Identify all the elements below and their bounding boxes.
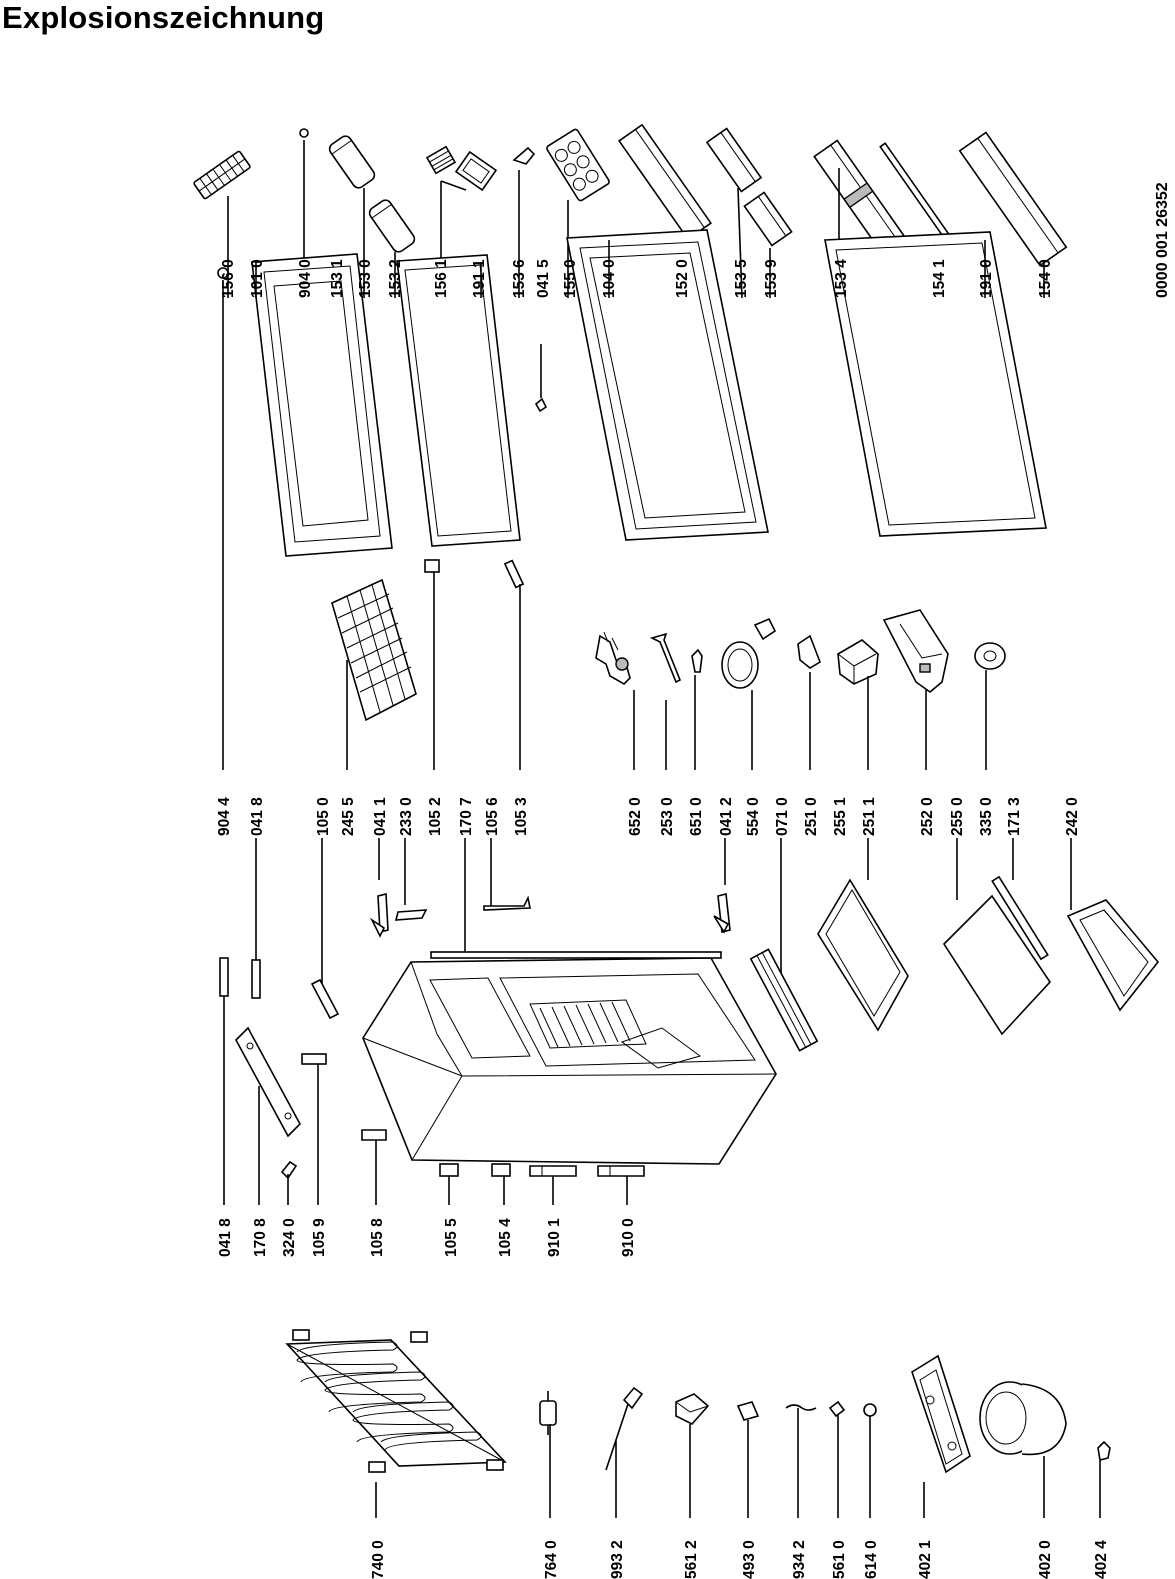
part-number-label: 651 0	[688, 797, 705, 836]
part-number-label: 191 0	[978, 259, 995, 298]
cabinet-assembly	[219, 875, 1160, 1205]
part-number-label: 255 1	[832, 797, 849, 836]
part-number-label: 156 0	[220, 259, 237, 298]
part-number-label: 105 3	[513, 797, 530, 836]
part-number-label: 153 2	[387, 259, 404, 298]
part-number-label: 170 7	[458, 797, 475, 836]
ice-tray-part	[193, 150, 251, 200]
part-number-label: 191 1	[471, 259, 488, 298]
part-number-label: 614 0	[863, 1540, 880, 1579]
part-number-label: 105 5	[443, 1218, 460, 1257]
part-number-label: 402 0	[1037, 1540, 1054, 1579]
part-number-label: 554 0	[745, 797, 762, 836]
part-number-label: 251 0	[803, 797, 820, 836]
part-number-label: 910 1	[546, 1218, 563, 1257]
part-number-label: 105 2	[427, 797, 444, 836]
part-number-label: 904 4	[216, 797, 233, 836]
part-number-label: 105 8	[369, 1218, 386, 1257]
part-number-label: 242 0	[1064, 797, 1081, 836]
part-number-label: 493 0	[741, 1540, 758, 1579]
part-number-label: 153 4	[833, 259, 850, 298]
part-number-label: 561 0	[831, 1540, 848, 1579]
part-number-label: 155 0	[562, 259, 579, 298]
part-number-label: 910 0	[620, 1218, 637, 1257]
part-number-label: 041 1	[372, 797, 389, 836]
part-number-label: 041 2	[718, 797, 735, 836]
part-number-label: 156 1	[433, 259, 450, 298]
part-number-label: 171 3	[1006, 797, 1023, 836]
part-number-label: 255 0	[949, 797, 966, 836]
part-number-label: 402 1	[917, 1540, 934, 1579]
part-number-label: 170 8	[252, 1218, 269, 1257]
part-number-label: 041 8	[217, 1218, 234, 1257]
part-number-label: 105 9	[311, 1218, 328, 1257]
part-number-label: 253 0	[659, 797, 676, 836]
part-illustrations-row1	[193, 123, 1068, 299]
label-group-row3: 041 8 170 8 324 0 105 9 105 8 105 5 105 4 910 1…	[217, 1218, 637, 1257]
part-number-label: 154 0	[1037, 259, 1054, 298]
part-number-label: 105 0	[315, 797, 332, 836]
part-number-label: 324 0	[281, 1218, 298, 1257]
part-number-label: 335 0	[978, 797, 995, 836]
part-number-label: 153 9	[763, 259, 780, 298]
part-number-label: 561 2	[683, 1540, 700, 1579]
part-number-label: 904 0	[297, 259, 314, 298]
part-number-label: 101 0	[249, 259, 266, 298]
part-number-label: 251 1	[861, 797, 878, 836]
part-number-label: 041 8	[249, 797, 266, 836]
part-number-label: 740 0	[370, 1540, 387, 1579]
part-number-label: 993 2	[609, 1540, 626, 1579]
document-number: 0000 001 26352	[1154, 182, 1171, 298]
part-number-label: 105 6	[484, 797, 501, 836]
part-number-label: 233 0	[398, 797, 415, 836]
label-group-row4: 740 0 764 0 993 2 561 2 493 0 934 2 561 0 614 0…	[370, 1540, 1110, 1579]
part-number-label: 105 4	[497, 1218, 514, 1257]
label-group-row2: 904 4 041 8 105 0 245 5 041 1 233 0 105 2 170 7…	[216, 797, 1081, 836]
part-number-label: 934 2	[791, 1540, 808, 1579]
label-group-row1: 156 0 101 0 904 0 153 1 153 0 153 2 156 1 191 1…	[220, 259, 1054, 298]
part-number-label: 652 0	[627, 797, 644, 836]
part-illustrations-row2	[222, 280, 1072, 985]
part-number-label: 153 1	[329, 259, 346, 298]
door-frames	[217, 229, 1047, 557]
part-number-label: 071 0	[774, 797, 791, 836]
part-number-label: 764 0	[543, 1540, 560, 1579]
part-number-label: 154 1	[931, 259, 948, 298]
part-number-label: 104 0	[601, 259, 618, 298]
part-number-label: 153 6	[511, 259, 528, 298]
page-title: Explosionszeichnung	[2, 0, 325, 35]
part-number-label: 245 5	[340, 797, 357, 836]
part-number-label: 153 0	[357, 259, 374, 298]
part-number-label: 041 5	[535, 259, 552, 298]
part-number-label: 152 0	[674, 259, 691, 298]
part-number-label: 402 4	[1093, 1540, 1110, 1579]
part-illustrations-row4	[285, 1329, 1111, 1518]
part-number-label: 252 0	[919, 797, 936, 836]
part-number-label: 153 5	[733, 259, 750, 298]
